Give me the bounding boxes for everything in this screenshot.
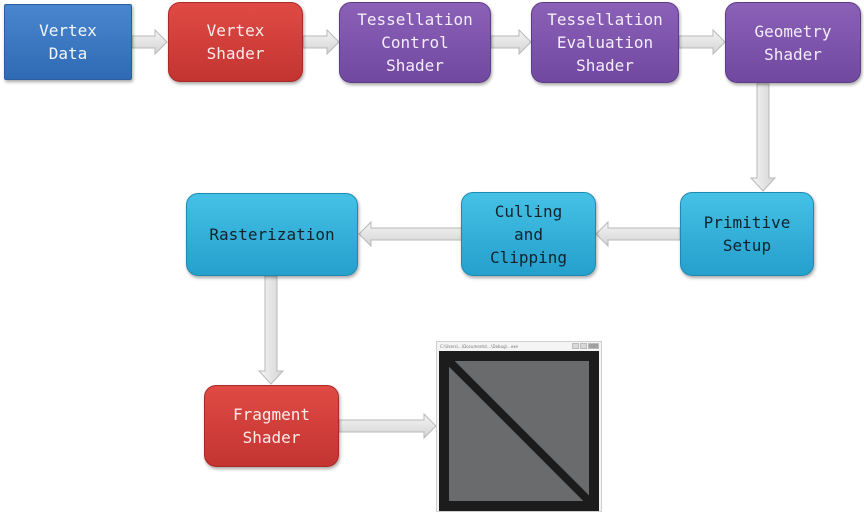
node-label: Tessellation Evaluation Shader <box>547 10 663 75</box>
node-label: Fragment Shader <box>232 405 311 447</box>
arrow-vertex-shader-to-tess-control <box>302 28 340 56</box>
arrow-vertex-data-to-vertex-shader <box>131 28 168 56</box>
arrow-rasterization-to-fragment <box>257 275 285 385</box>
minimize-button[interactable] <box>572 343 579 349</box>
arrow-tess-eval-to-geometry <box>678 28 726 56</box>
node-fragment-shader: Fragment Shader <box>204 385 339 467</box>
arrow-primitive-setup-to-culling <box>595 220 681 248</box>
maximize-button[interactable] <box>580 343 587 349</box>
node-label: Geometry Shader <box>754 21 832 64</box>
node-label: Primitive Setup <box>703 213 791 255</box>
node-primitive-setup: Primitive Setup <box>680 192 814 276</box>
node-geometry-shader: Geometry Shader <box>725 2 861 83</box>
node-tessellation-control-shader: Tessellation Control Shader <box>339 2 491 83</box>
arrow-fragment-to-output <box>338 412 437 440</box>
rendered-output <box>446 358 592 504</box>
close-button[interactable] <box>588 343 599 349</box>
node-label: Rasterization <box>209 225 335 244</box>
node-label: Vertex Shader <box>206 21 265 63</box>
window-controls <box>572 343 599 349</box>
node-label: Vertex Data <box>39 21 97 63</box>
node-rasterization: Rasterization <box>186 193 358 276</box>
node-vertex-shader: Vertex Shader <box>168 2 303 82</box>
arrow-culling-to-rasterization <box>358 220 463 248</box>
diagonal-edge <box>446 358 592 504</box>
node-label: Culling and Clipping <box>489 201 568 267</box>
node-culling-and-clipping: Culling and Clipping <box>461 192 596 276</box>
output-window: C:\Users\...\Documents\...\Debug\...exe <box>436 341 602 512</box>
node-tessellation-evaluation-shader: Tessellation Evaluation Shader <box>531 2 679 83</box>
arrow-tess-control-to-tess-eval <box>490 28 532 56</box>
arrow-geometry-to-primitive-setup <box>749 83 777 192</box>
node-label: Tessellation Control Shader <box>357 10 473 75</box>
window-title: C:\Users\...\Documents\...\Debug\...exe <box>440 344 518 349</box>
node-vertex-data: Vertex Data <box>4 4 132 80</box>
render-canvas <box>439 351 599 511</box>
